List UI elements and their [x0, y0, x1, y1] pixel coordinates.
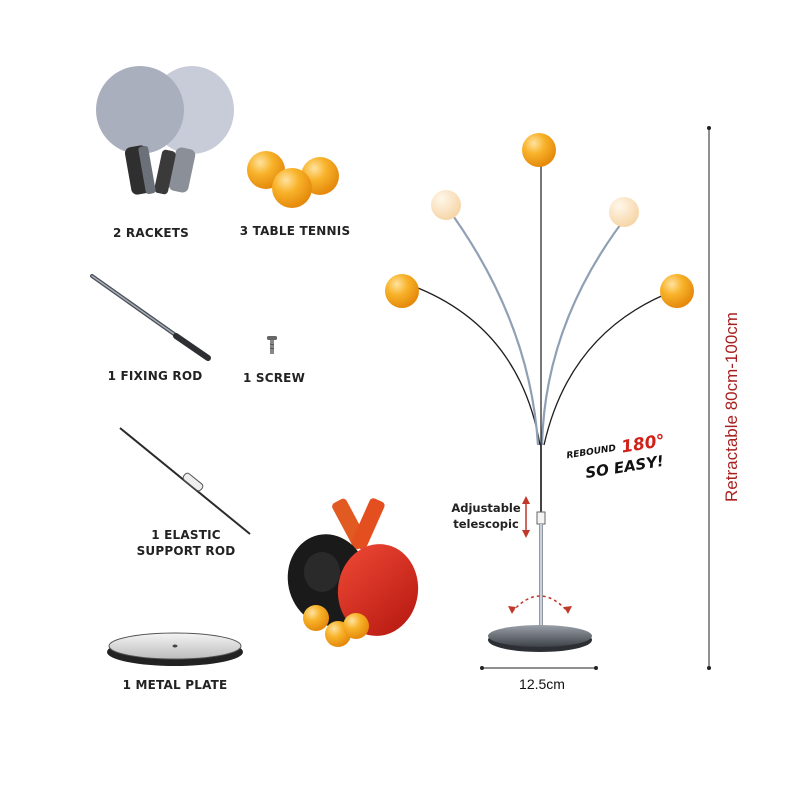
height-prefix: Retractable	[722, 415, 741, 502]
height-dimension-line	[707, 126, 711, 670]
adjustable-label-line1: Adjustable	[451, 501, 521, 515]
metal-plate-label: 1 METAL PLATE	[122, 678, 228, 692]
ball-icon	[609, 197, 639, 227]
ball-icon	[660, 274, 694, 308]
elastic-rod-label-line2: SUPPORT ROD	[136, 544, 236, 558]
elastic-rod-icon	[119, 427, 251, 535]
rackets-label: 2 RACKETS	[113, 226, 189, 240]
height-label: Retractable 80cm-100cm	[722, 267, 742, 547]
adjustable-telescopic-label: Adjustable telescopic	[446, 500, 526, 532]
trainer-stand-image	[385, 133, 694, 652]
elastic-rod-label: 1 ELASTIC SUPPORT ROD	[130, 527, 242, 559]
adjustable-label-line2: telescopic	[453, 517, 519, 531]
rebound-text: REBOUND	[565, 443, 617, 462]
screw-label: 1 SCREW	[242, 371, 306, 385]
base-width-label: 12.5cm	[519, 676, 565, 692]
ball-icon	[385, 274, 419, 308]
fixing-rod-label: 1 FIXING ROD	[107, 369, 203, 383]
elastic-rod-label-line1: 1 ELASTIC	[151, 528, 221, 542]
balls-label: 3 TABLE TENNIS	[239, 224, 351, 238]
fixing-rod-icon	[90, 274, 211, 361]
height-value: 80cm-100cm	[722, 312, 741, 416]
ball-icon	[522, 133, 556, 167]
base-width-dimension-line	[480, 666, 598, 670]
screw-icon	[267, 336, 277, 354]
balls-icon	[247, 151, 339, 208]
rackets-icon	[96, 66, 234, 195]
metal-plate-icon	[107, 632, 243, 666]
ball-icon	[431, 190, 461, 220]
red-black-rackets-image	[287, 498, 419, 647]
